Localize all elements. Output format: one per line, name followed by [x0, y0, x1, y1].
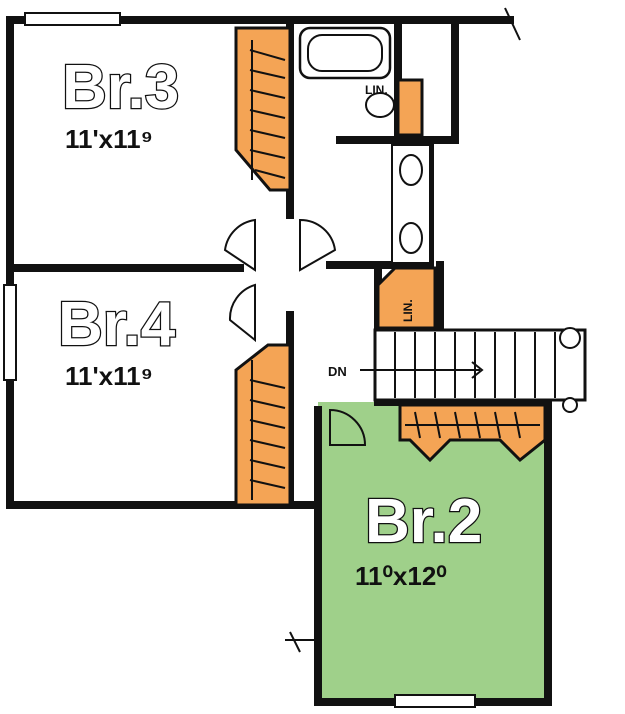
room-size-br2: 11⁰x12⁰ [355, 561, 447, 591]
linen-label-upper: LIN. [365, 83, 388, 97]
linen-closet-lower [376, 266, 437, 330]
stairs-direction-label: DN [328, 364, 347, 379]
closet-br4 [234, 343, 292, 507]
windows [3, 12, 476, 708]
closet-br2 [398, 403, 547, 463]
room-size-br3: 11'x11⁹ [65, 124, 153, 154]
room-name-br3: Br.3 [62, 53, 179, 122]
linen-label-lower: LIN. [401, 299, 415, 322]
room-size-br4: 11'x11⁹ [65, 361, 153, 391]
stairs [360, 327, 587, 413]
closet-br3 [234, 26, 292, 192]
doors [223, 218, 367, 446]
room-name-br4: Br.4 [58, 290, 176, 359]
bath-fixtures [298, 26, 431, 264]
room-name-br2: Br.2 [365, 487, 482, 556]
linen-closet-upper [396, 78, 424, 137]
